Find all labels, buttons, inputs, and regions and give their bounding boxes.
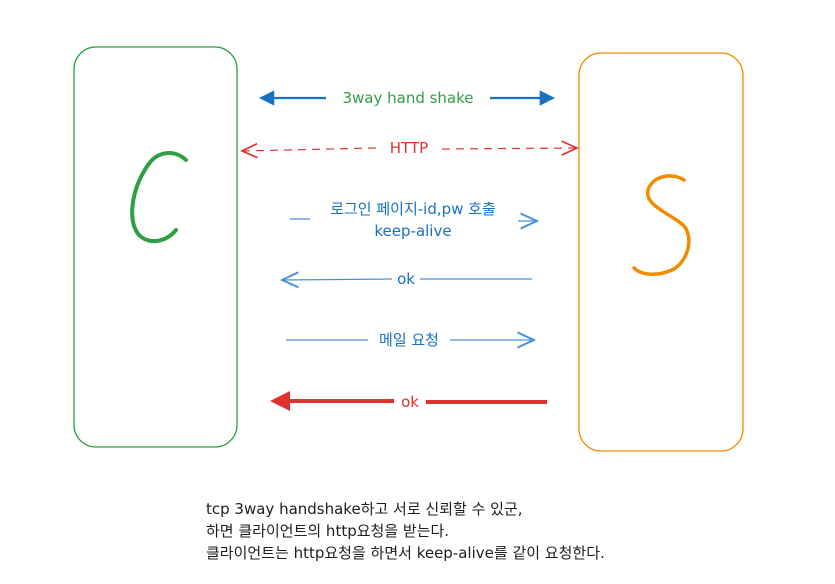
mail-request-label: 메일 요청 (379, 331, 439, 349)
http-label: HTTP (390, 139, 428, 157)
client-box (73, 46, 238, 448)
note-line-3: 클라이언트는 http요청을 하면서 keep-alive를 같이 요청한다. (206, 544, 605, 562)
label-background (375, 331, 443, 349)
label-background (393, 270, 420, 288)
label-background (370, 222, 456, 240)
label-background (385, 139, 433, 157)
http-arrow-left (242, 148, 377, 151)
server-letter-s-stroke (632, 174, 691, 276)
ok-final-label: ok (401, 393, 419, 411)
handshake-label: 3way hand shake (342, 89, 473, 107)
ok-response-arrow-left (282, 279, 393, 280)
explanation-note: tcp 3way handshake하고 서로 신뢰할 수 있군, 하면 클라이… (206, 498, 605, 564)
label-background (338, 89, 478, 107)
label-background (397, 393, 424, 411)
client-letter-c-stroke (130, 151, 188, 244)
http-arrow-right (441, 148, 577, 149)
login-request-label: 로그인 페이지-id,pw 호출 (330, 200, 496, 218)
note-line-2: 하면 클라이언트의 http요청을 받는다. (206, 522, 450, 540)
keep-alive-label: keep-alive (374, 222, 451, 240)
server-box (578, 52, 744, 452)
ok-response-label: ok (397, 270, 415, 288)
label-background (326, 200, 500, 218)
note-line-1: tcp 3way handshake하고 서로 신뢰할 수 있군, (206, 500, 523, 518)
